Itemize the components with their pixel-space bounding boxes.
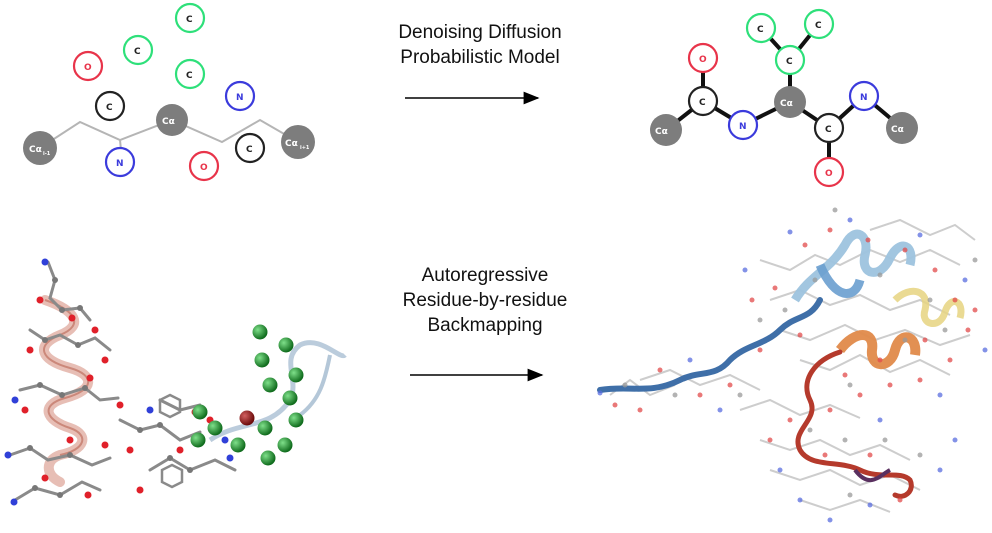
diffusion-label-line2: Probabilistic Model (400, 47, 560, 68)
nitrogen-speckles (597, 217, 988, 523)
svg-text:C: C (699, 98, 706, 108)
final-ca-prev: Cα (650, 114, 682, 146)
svg-text:O: O (825, 169, 833, 179)
svg-text:C: C (246, 145, 253, 155)
final-sidechain-carbon-1: C (774, 44, 806, 76)
svg-text:O: O (699, 55, 707, 65)
svg-text:O: O (84, 63, 92, 73)
ca-next-sub: i+1 (300, 145, 310, 151)
final-nitrogen-1: N (727, 109, 759, 141)
diffusion-model-label: Denoising Diffusion Probabilistic Model (355, 20, 605, 70)
svg-text:Cα: Cα (780, 99, 793, 109)
atom-cloud (609, 218, 976, 513)
svg-text:N: N (860, 93, 868, 103)
noisy-sidechain-carbon-1: C (122, 34, 154, 66)
partial-protein-render (4, 258, 347, 506)
noisy-structure: Cα i-1 Cα Cα i+1 O C C C C (23, 2, 315, 182)
noisy-oxygen-2: O (188, 150, 220, 182)
noisy-nitrogen-2: N (104, 146, 136, 178)
svg-text:Cα: Cα (655, 127, 668, 137)
helix-yellow (892, 287, 965, 327)
current-residue-bead (239, 410, 255, 426)
ca-prev-node: Cα i-1 (23, 131, 57, 165)
backmapping-label-line1: Autoregressive (421, 265, 549, 286)
ca-current-label: Cα (162, 117, 175, 127)
final-sidechain-carbon-3: C (803, 8, 835, 40)
svg-text:Cα: Cα (891, 125, 904, 135)
final-oxygen-2: O (813, 156, 845, 188)
svg-text:O: O (200, 163, 208, 173)
noisy-nitrogen-1: N (224, 80, 256, 112)
full-protein-render (597, 207, 988, 523)
svg-text:C: C (825, 125, 832, 135)
svg-text:C: C (186, 71, 193, 81)
carbon-speckles (622, 207, 978, 498)
noisy-sidechain-carbon-2: C (174, 2, 206, 34)
final-carbon-2: C (813, 112, 845, 144)
noisy-carbon-1: C (94, 90, 126, 122)
ca-next-label: Cα (285, 139, 298, 149)
svg-text:C: C (786, 57, 793, 67)
svg-text:C: C (106, 103, 113, 113)
denoised-structure: Cα O C N Cα C C C (650, 8, 918, 188)
ca-prev-sub: i-1 (43, 151, 51, 157)
svg-text:N: N (116, 159, 124, 169)
svg-text:C: C (186, 15, 193, 25)
oxygen-atoms (21, 296, 214, 499)
helix-blue-top (791, 229, 916, 303)
svg-text:C: C (134, 47, 141, 57)
ca-prev-label: Cα (29, 145, 42, 155)
svg-text:N: N (236, 93, 244, 103)
noisy-sidechain-carbon-3: C (174, 58, 206, 90)
backmapping-label-line2: Residue-by-residue (402, 290, 568, 311)
final-ca-next: Cα (886, 112, 918, 144)
final-carbon-1: C (687, 85, 719, 117)
svg-text:N: N (739, 122, 747, 132)
backmapping-label-line3: Backmapping (427, 315, 543, 336)
ca-current-node: Cα (156, 104, 188, 136)
backbone-ribbon-red (795, 349, 914, 499)
aromatic-ring (158, 393, 182, 419)
final-sidechain-carbon-2: C (745, 12, 777, 44)
svg-text:C: C (757, 25, 764, 35)
coarse-grained-beads (190, 324, 304, 466)
loop-ribbon (208, 340, 347, 443)
backbone-ribbon-blue (597, 297, 823, 393)
nitrogen-atoms (4, 258, 234, 506)
carbon-atoms (27, 277, 193, 498)
backmapping-label: Autoregressive Residue-by-residue Backma… (340, 263, 630, 338)
svg-text:C: C (815, 21, 822, 31)
final-oxygen-1: O (687, 42, 719, 74)
final-nitrogen-2: N (848, 80, 880, 112)
noisy-carbon-2: C (234, 132, 266, 164)
aromatic-ring (160, 463, 184, 489)
ca-next-node: Cα i+1 (281, 125, 315, 159)
helix-orange (836, 330, 921, 370)
final-ca-current: Cα (774, 86, 806, 118)
oxygen-speckles (612, 227, 978, 503)
noisy-oxygen-1: O (72, 50, 104, 82)
diffusion-label-line1: Denoising Diffusion (398, 22, 562, 43)
